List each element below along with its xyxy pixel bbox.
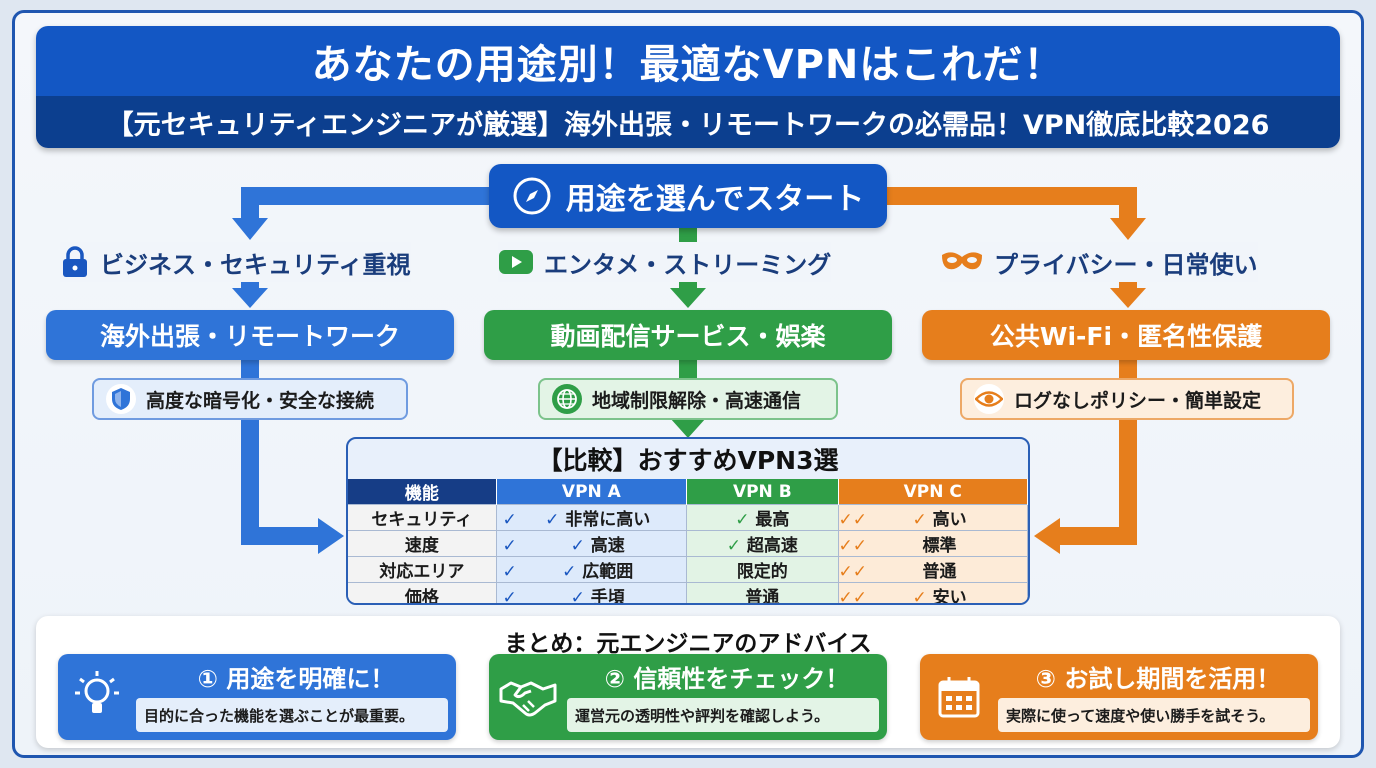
check-icon: ✓ — [570, 588, 591, 605]
vpn-b-value: 限定的 — [736, 562, 788, 582]
vpn-a-value: 非常に高い — [565, 510, 651, 530]
tip-heading: ② 信頼性をチェック！ — [604, 664, 850, 693]
globe-icon — [552, 384, 582, 414]
eye-icon — [974, 384, 1004, 414]
start-label: 用途を選んでスタート — [565, 182, 865, 217]
row-label: 速度 — [348, 530, 497, 557]
vpn-c-value: 高い — [932, 510, 967, 530]
check-icon: ✓ — [545, 510, 566, 530]
check-icon: ✓ — [912, 510, 933, 530]
check-icon: ✓ — [502, 562, 517, 582]
feature-privacy-label: ログなしポリシー・簡単設定 — [1014, 389, 1262, 412]
check-icon: ✓ — [502, 536, 517, 556]
use-case-privacy: 公共Wi-Fi・匿名性保護 — [922, 310, 1330, 360]
vpn-c-value: 普通 — [922, 562, 957, 582]
calendar-icon — [920, 654, 998, 740]
category-privacy-label: プライバシー・日常使い — [994, 250, 1258, 279]
double-check-icon: ✓✓ — [838, 588, 868, 605]
column-header-vpn-c: VPN C — [838, 479, 1028, 505]
check-icon: ✓ — [562, 562, 583, 582]
table-row: 価格 ✓✓ 手頃 普通 ✓✓✓ 安い — [348, 582, 1028, 605]
check-icon: ✓ — [726, 536, 747, 556]
double-check-icon: ✓✓ — [838, 510, 868, 530]
table-row: セキュリティ ✓✓ 非常に高い ✓ 最高 ✓✓✓ 高い — [348, 504, 1028, 531]
mask-icon — [942, 252, 982, 270]
category-privacy: プライバシー・日常使い — [940, 242, 1258, 282]
vpn-c-value: 安い — [932, 588, 967, 605]
tip-card-trial: ③ お試し期間を活用！ 実際に使って速度や使い勝手を試そう。 — [920, 654, 1318, 740]
tip-text: 運営元の透明性や評判を確認しよう。 — [567, 698, 879, 732]
check-icon: ✓ — [912, 588, 933, 605]
feature-business-label: 高度な暗号化・安全な接続 — [146, 389, 375, 412]
comparison-table: 機能 VPN A VPN B VPN C セキュリティ ✓✓ 非常に高い ✓ 最… — [348, 479, 1028, 605]
handshake-icon — [489, 654, 567, 740]
play-icon — [499, 250, 533, 274]
header: あなたの用途別！最適なVPNはこれだ！ 【元セキュリティエンジニアが厳選】海外出… — [36, 26, 1340, 148]
feature-privacy: ログなしポリシー・簡単設定 — [960, 378, 1294, 420]
column-header-feature: 機能 — [348, 479, 497, 505]
vpn-a-value: 高速 — [590, 536, 625, 556]
feature-entertainment: 地域制限解除・高速通信 — [538, 378, 838, 420]
category-entertainment: エンタメ・ストリーミング — [498, 242, 832, 282]
feature-entertainment-label: 地域制限解除・高速通信 — [592, 389, 802, 412]
summary-title: まとめ：元エンジニアのアドバイス — [504, 631, 872, 657]
vpn-b-value: 超高速 — [746, 536, 798, 556]
vpn-b-value: 普通 — [745, 588, 780, 605]
row-label: 価格 — [348, 582, 497, 603]
category-business: ビジネス・セキュリティ重視 — [60, 242, 411, 282]
vpn-a-value: 広範囲 — [582, 562, 634, 582]
tip-text: 実際に使って速度や使い勝手を試そう。 — [998, 698, 1310, 732]
tip-text: 目的に合った機能を選ぶことが最重要。 — [136, 698, 448, 732]
column-header-vpn-b: VPN B — [686, 479, 839, 505]
double-check-icon: ✓✓ — [838, 562, 868, 582]
row-label: セキュリティ — [348, 504, 497, 531]
category-entertainment-label: エンタメ・ストリーミング — [544, 250, 832, 279]
check-icon: ✓ — [502, 588, 517, 605]
vpn-b-value: 最高 — [755, 510, 790, 530]
category-business-label: ビジネス・セキュリティ重視 — [100, 250, 411, 279]
check-icon: ✓ — [502, 510, 517, 530]
double-check-icon: ✓✓ — [838, 536, 868, 556]
start-button[interactable]: 用途を選んでスタート — [489, 164, 887, 228]
comparison-title: 【比較】おすすめVPN3選 — [537, 446, 839, 475]
tip-card-trust: ② 信頼性をチェック！ 運営元の透明性や評判を確認しよう。 — [489, 654, 887, 740]
check-icon: ✓ — [570, 536, 591, 556]
row-label: 対応エリア — [348, 556, 497, 583]
use-case-entertainment: 動画配信サービス・娯楽 — [484, 310, 892, 360]
column-header-vpn-a: VPN A — [496, 479, 688, 505]
tip-card-purpose: ① 用途を明確に！ 目的に合った機能を選ぶことが最重要。 — [58, 654, 456, 740]
tip-heading: ③ お試し期間を活用！ — [1035, 664, 1281, 693]
table-row: 速度 ✓✓ 高速 ✓ 超高速 ✓✓標準 — [348, 530, 1028, 557]
feature-business: 高度な暗号化・安全な接続 — [92, 378, 408, 420]
page-subtitle: 【元セキュリティエンジニアが厳選】海外出張・リモートワークの必需品！VPN徹底比… — [36, 96, 1340, 148]
check-icon: ✓ — [735, 510, 756, 530]
use-case-business: 海外出張・リモートワーク — [46, 310, 454, 360]
lightbulb-icon — [58, 654, 136, 740]
compass-icon — [513, 177, 551, 215]
table-row: 対応エリア ✓✓ 広範囲 限定的 ✓✓普通 — [348, 556, 1028, 583]
page-title: あなたの用途別！最適なVPNはこれだ！ — [36, 26, 1340, 96]
tip-heading: ① 用途を明確に！ — [197, 664, 395, 693]
comparison-panel: 【比較】おすすめVPN3選 機能 VPN A VPN B VPN C セキュリテ… — [346, 437, 1030, 605]
vpn-c-value: 標準 — [922, 536, 957, 556]
lock-icon — [63, 246, 87, 277]
shield-icon — [106, 384, 136, 414]
vpn-a-value: 手頃 — [590, 588, 625, 605]
